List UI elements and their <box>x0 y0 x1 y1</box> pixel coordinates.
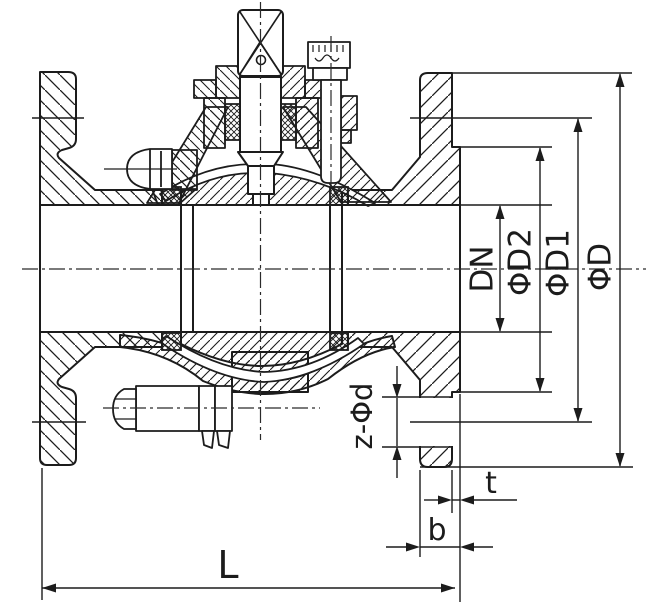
label-D2: ΦD2 <box>503 228 539 296</box>
dimension-labels: DN ΦD2 ΦD1 ΦD z-Φd t b L <box>217 228 618 587</box>
dimensions <box>42 73 625 593</box>
gland-nut <box>307 41 351 69</box>
left-flange <box>39 71 163 466</box>
seat-bottom-left <box>161 332 182 351</box>
packing-right <box>280 103 297 141</box>
bonnet-bolt <box>104 148 198 206</box>
label-bolt-holes: z-Φd <box>345 383 379 450</box>
dim-DN <box>495 205 505 332</box>
packing-left <box>224 103 241 141</box>
seat-bottom-right <box>329 332 349 351</box>
label-L: L <box>217 543 238 587</box>
bolt-hole-ticks <box>32 117 86 423</box>
label-DN: DN <box>465 245 501 292</box>
ball <box>159 163 376 383</box>
dim-L <box>42 583 455 593</box>
dim-b <box>386 542 493 552</box>
centerlines <box>22 2 646 440</box>
dim-bolt-hole <box>392 366 402 478</box>
extension-lines <box>41 72 633 602</box>
dim-D2 <box>535 147 545 392</box>
drain-plug <box>112 385 233 449</box>
bore-lines <box>40 204 460 333</box>
label-D: ΦD <box>583 243 619 291</box>
label-D1: ΦD1 <box>541 229 577 297</box>
label-t: t <box>485 466 497 501</box>
dim-t <box>424 495 517 505</box>
ball-surface-band <box>159 335 365 383</box>
dim-D <box>615 73 625 467</box>
label-b: b <box>427 513 446 548</box>
dim-D1 <box>573 118 583 422</box>
